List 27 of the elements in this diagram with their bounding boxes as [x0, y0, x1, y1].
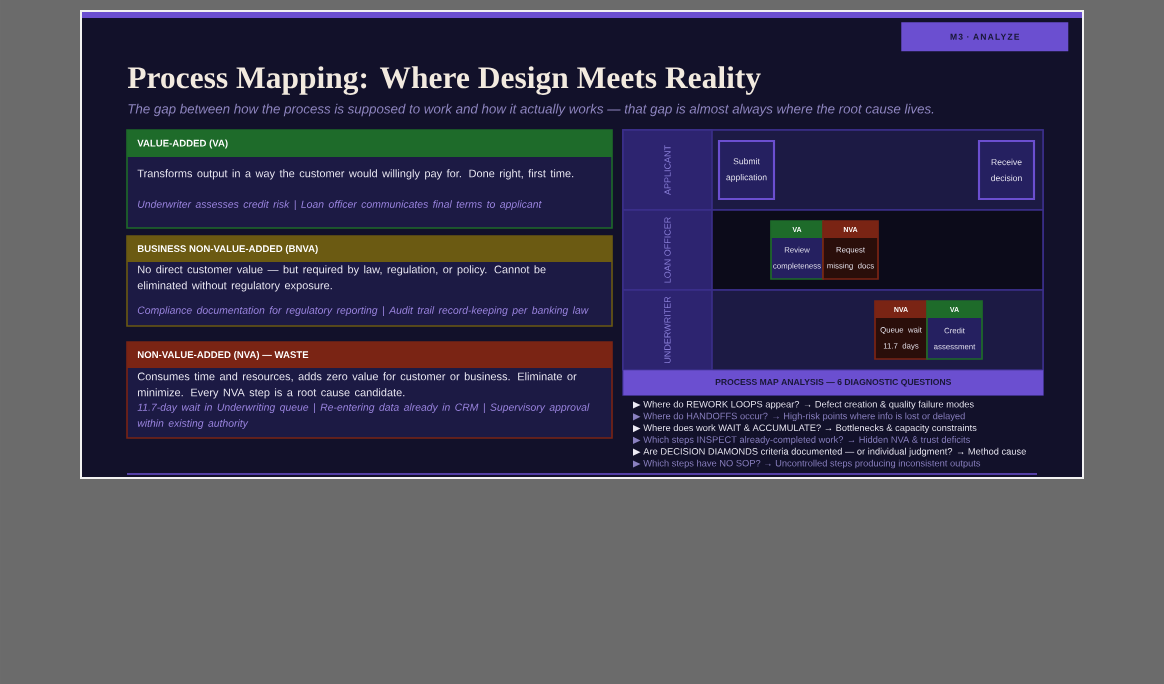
lane-label: LOAN OFFICER [622, 209, 713, 291]
question-text: Which steps INSPECT already-completed work? → Hidden NVA & trust deficits [643, 436, 970, 445]
question-text: Which steps have NO SOP? → Uncontrolled steps producing inconsistent outputs [643, 459, 981, 469]
lane-label: UNDERWRITER [622, 289, 713, 371]
question-text: Where does work WAIT & ACCUMULATE? → Bottlenecks & capacity constraints [643, 424, 977, 433]
question-text: Are DECISION DIAMONDS criteria documented — or individual judgment? → Method cause [643, 447, 1026, 457]
section-banner: PROCESS MAP ANALYSIS — 6 DIAGNOSTIC QUESTIONS [623, 370, 1044, 396]
subtitle: The gap between how the process is supposed to work and how it actually works — that gap is almost always where the root cause lives. [128, 103, 934, 117]
lane-label: APPLICANT [622, 129, 713, 211]
card-header: VALUE-ADDED (VA) [127, 130, 612, 157]
section-tag: M3 · ANALYZE [901, 22, 1069, 52]
body-text: Transforms output in a way the customer would willingly pay for. Done right, first time. [137, 169, 574, 180]
question-text: Where do HANDOFFS occur? → High-risk points where info is lost or delayed [643, 412, 965, 422]
title: Process Mapping: Where Design Meets Reality [127, 66, 761, 95]
question-text: Where do REWORK LOOPS appear? → Defect creation & quality failure modes [643, 400, 974, 410]
body-text: Consumes time and resources, adds zero value for customer or business. Eliminate or minimize. Every NVA step is a root cause candidate. [137, 372, 577, 399]
card-header: BUSINESS NON-VALUE-ADDED (BNVA) [127, 236, 612, 262]
example-text: Underwriter assesses credit risk | Loan officer communicates final terms to applicant [138, 200, 542, 211]
process-box: Receive decision [977, 139, 1036, 201]
body-text: No direct customer value — but required by law, regulation, or policy. Cannot be eliminated without regulatory exposure. [137, 265, 546, 292]
card [126, 235, 613, 327]
card [126, 341, 613, 439]
card-header: NON-VALUE-ADDED (NVA) — WASTE [127, 342, 612, 368]
example-text: 11.7-day wait in Underwriting queue | Re-entering data already in CRM | Supervisory approval within existing authority [137, 403, 590, 429]
card [126, 129, 613, 229]
process-box: Submit application [717, 139, 776, 201]
example-text: Compliance documentation for regulatory reporting | Audit trail record-keeping per banking law [137, 306, 589, 317]
